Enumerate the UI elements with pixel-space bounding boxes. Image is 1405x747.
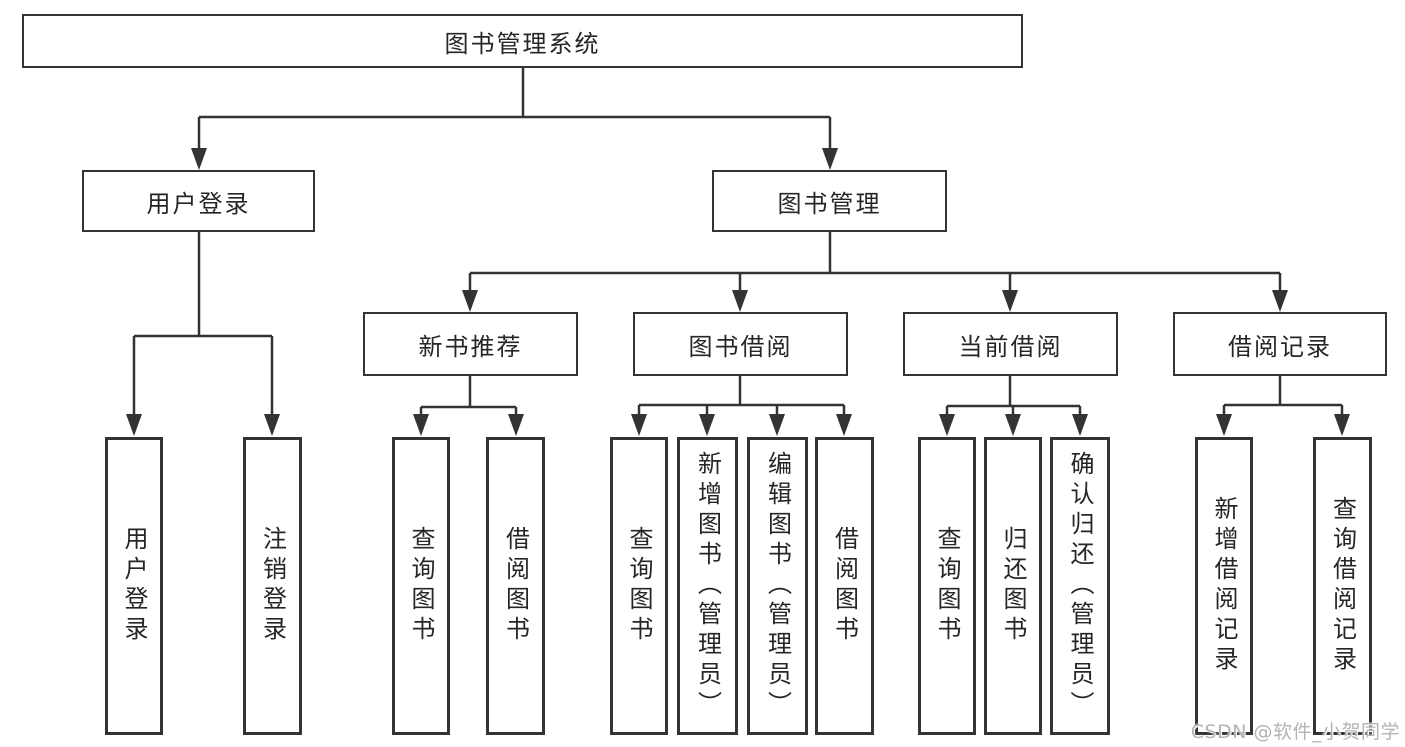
- leaf-borrow-books-recommend: 借阅图书: [486, 437, 545, 735]
- leaf-user-login-label: 用户登录: [120, 526, 148, 646]
- leaf-borrow-books-recommend-label: 借阅图书: [501, 526, 530, 646]
- arrowhead-icons: [126, 148, 1350, 436]
- node-book-borrow: 图书借阅: [633, 312, 848, 376]
- node-user-login: 用户登录: [82, 170, 315, 232]
- leaf-add-borrow-record: 新增借阅记录: [1195, 437, 1253, 735]
- leaf-query-books-recommend: 查询图书: [392, 437, 450, 735]
- leaf-logout-label: 注销登录: [258, 526, 287, 646]
- leaf-logout: 注销登录: [243, 437, 302, 735]
- leaf-add-book-admin: 新增图书（管理员）: [677, 437, 738, 735]
- leaf-query-books-borrow: 查询图书: [610, 437, 668, 735]
- node-new-book-recommend-label: 新书推荐: [418, 332, 523, 361]
- leaf-query-books-current-label: 查询图书: [933, 526, 961, 646]
- leaf-return-book-label: 归还图书: [999, 526, 1027, 646]
- node-current-borrow-label: 当前借阅: [958, 332, 1063, 361]
- leaf-borrow-books-label: 借阅图书: [830, 526, 859, 646]
- leaf-borrow-books: 借阅图书: [815, 437, 874, 735]
- node-book-management: 图书管理: [712, 170, 947, 232]
- node-borrow-records-label: 借阅记录: [1228, 332, 1332, 361]
- leaf-query-books-recommend-label: 查询图书: [407, 526, 435, 646]
- leaf-query-books-current: 查询图书: [918, 437, 976, 735]
- node-current-borrow: 当前借阅: [903, 312, 1118, 376]
- node-new-book-recommend: 新书推荐: [363, 312, 578, 376]
- leaf-edit-book-admin: 编辑图书（管理员）: [747, 437, 808, 735]
- node-book-management-label: 图书管理: [777, 189, 882, 218]
- leaf-user-login: 用户登录: [105, 437, 163, 735]
- leaf-query-borrow-record-label: 查询借阅记录: [1328, 496, 1357, 676]
- csdn-watermark: CSDN @软件_小贺同学: [1190, 721, 1400, 743]
- leaf-query-books-borrow-label: 查询图书: [625, 526, 653, 646]
- leaf-confirm-return-admin: 确认归还（管理员）: [1050, 437, 1110, 735]
- leaf-edit-book-admin-label: 编辑图书（管理员）: [763, 451, 792, 721]
- leaf-add-borrow-record-label: 新增借阅记录: [1210, 496, 1238, 676]
- node-borrow-records: 借阅记录: [1173, 312, 1387, 376]
- node-root-label: 图书管理系统: [444, 29, 601, 58]
- leaf-add-book-admin-label: 新增图书（管理员）: [693, 451, 722, 721]
- node-book-borrow-label: 图书借阅: [688, 332, 793, 361]
- node-user-login-label: 用户登录: [146, 189, 251, 218]
- leaf-confirm-return-admin-label: 确认归还（管理员）: [1066, 451, 1094, 721]
- leaf-query-borrow-record: 查询借阅记录: [1313, 437, 1372, 735]
- leaf-return-book: 归还图书: [984, 437, 1042, 735]
- node-root: 图书管理系统: [22, 14, 1023, 68]
